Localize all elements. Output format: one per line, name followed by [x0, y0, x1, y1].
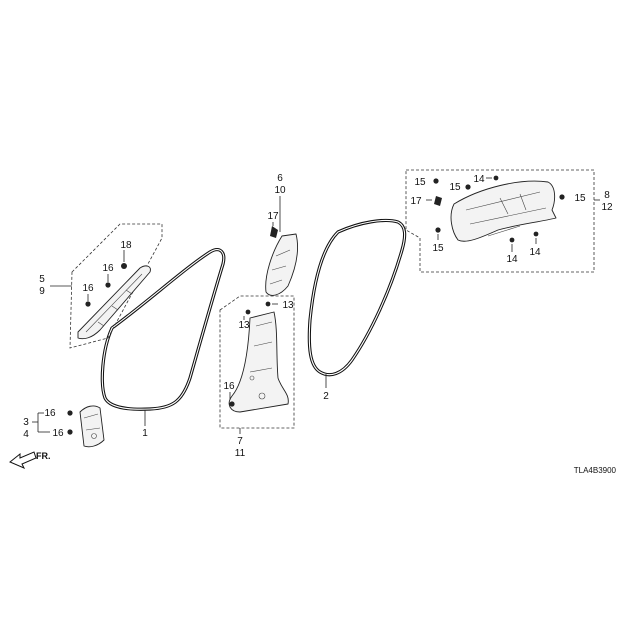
callout-6: 6 — [277, 173, 283, 184]
callout-12: 12 — [601, 202, 613, 213]
callout-15-b: 15 — [449, 182, 461, 193]
clip-18 — [121, 263, 127, 269]
clip-16-a-pillar-upper — [105, 282, 111, 288]
callout-14-b: 14 — [506, 254, 518, 265]
clip-17-lining — [434, 196, 442, 206]
front-kick-panel — [79, 405, 105, 448]
callout-5: 5 — [39, 274, 45, 285]
clip-15-top — [433, 178, 439, 184]
callout-16-c: 16 — [44, 408, 56, 419]
callout-16-a: 16 — [102, 263, 114, 274]
callout-15-d: 15 — [574, 193, 586, 204]
clip-14-lower-left — [509, 237, 515, 243]
clip-17-b-pillar — [270, 226, 278, 238]
a-pillar-garnish — [77, 265, 151, 340]
diagram-code: TLA4B3900 — [574, 466, 617, 475]
callout-16-b: 16 — [82, 283, 94, 294]
clip-16-kick-lower — [67, 429, 73, 435]
callout-7: 7 — [237, 436, 243, 447]
callout-17-a: 17 — [267, 211, 279, 222]
clip-15-lower — [435, 227, 441, 233]
front-direction-arrow: FR. — [9, 451, 51, 469]
callout-16-d: 16 — [52, 428, 64, 439]
callout-8: 8 — [604, 190, 610, 201]
callout-10: 10 — [274, 185, 286, 196]
callout-18: 18 — [120, 240, 132, 251]
rear-door-weatherstrip — [307, 218, 407, 377]
callout-13-a: 13 — [238, 320, 250, 331]
callout-15-a: 15 — [414, 177, 426, 188]
callout-13-b: 13 — [282, 300, 294, 311]
clip-14-top — [493, 175, 499, 181]
callout-15-c: 15 — [432, 243, 444, 254]
callout-1: 1 — [142, 428, 148, 439]
rear-side-lining — [450, 180, 557, 242]
clip-14-lower-right — [533, 231, 539, 237]
clip-16-a-pillar-lower — [85, 301, 91, 307]
callout-11: 11 — [235, 448, 246, 459]
clip-16-b-pillar — [229, 401, 235, 407]
b-pillar-lower-garnish — [228, 311, 289, 413]
callout-14-a: 14 — [473, 174, 485, 185]
callout-14-c: 14 — [529, 247, 541, 258]
callout-9: 9 — [39, 286, 45, 297]
clip-15-right — [559, 194, 565, 200]
callout-3: 3 — [23, 417, 29, 428]
b-pillar-upper-garnish — [265, 233, 299, 296]
callout-4: 4 — [23, 429, 29, 440]
clip-16-kick-upper — [67, 410, 73, 416]
callout-2: 2 — [323, 391, 329, 402]
front-door-weatherstrip — [100, 248, 226, 411]
callout-16-e: 16 — [223, 381, 235, 392]
callout-17-b: 17 — [410, 196, 422, 207]
front-label: FR. — [36, 451, 51, 461]
clip-13-right — [265, 301, 271, 307]
clip-15-upper-mid — [465, 184, 471, 190]
clip-13-left — [245, 309, 251, 315]
